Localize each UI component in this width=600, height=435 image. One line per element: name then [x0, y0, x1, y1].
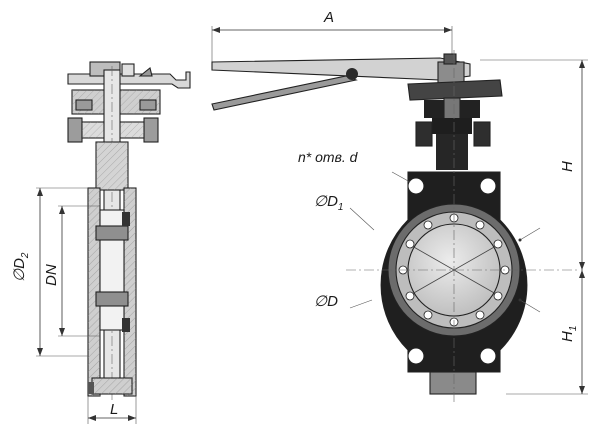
seat-ring-bottom [122, 318, 130, 332]
l-label: L [110, 401, 118, 418]
d2-label: ∅D2 [11, 252, 31, 282]
lug-hole-top-right [479, 177, 497, 195]
mount-bolt-right [473, 121, 491, 147]
h-label: H [559, 161, 576, 172]
seat-ring-top [122, 212, 130, 226]
lug-hole-bottom-left [407, 347, 425, 365]
a-label: A [323, 9, 334, 26]
d-label: ∅D [314, 293, 338, 310]
bolt-circle [398, 213, 510, 327]
lever-pivot [346, 68, 358, 80]
ratchet-plate [407, 79, 503, 101]
lug-hole-bottom-right [479, 347, 497, 365]
bottom-foot [429, 371, 477, 395]
front-view: A [211, 9, 588, 404]
holes-label: n* отв. d [298, 149, 359, 165]
dn-label: DN [43, 264, 60, 286]
side-view: ∅D2 DN L [11, 61, 191, 424]
lever-lower [211, 75, 358, 111]
mount-bolt-left [415, 121, 433, 147]
h1-label: H1 [559, 326, 579, 342]
side-bolt-left [67, 117, 83, 143]
lug-hole-top-left [407, 177, 425, 195]
side-bolt-right [143, 117, 159, 143]
lever-upper [211, 57, 471, 81]
d1-label: ∅D1 [314, 193, 343, 213]
